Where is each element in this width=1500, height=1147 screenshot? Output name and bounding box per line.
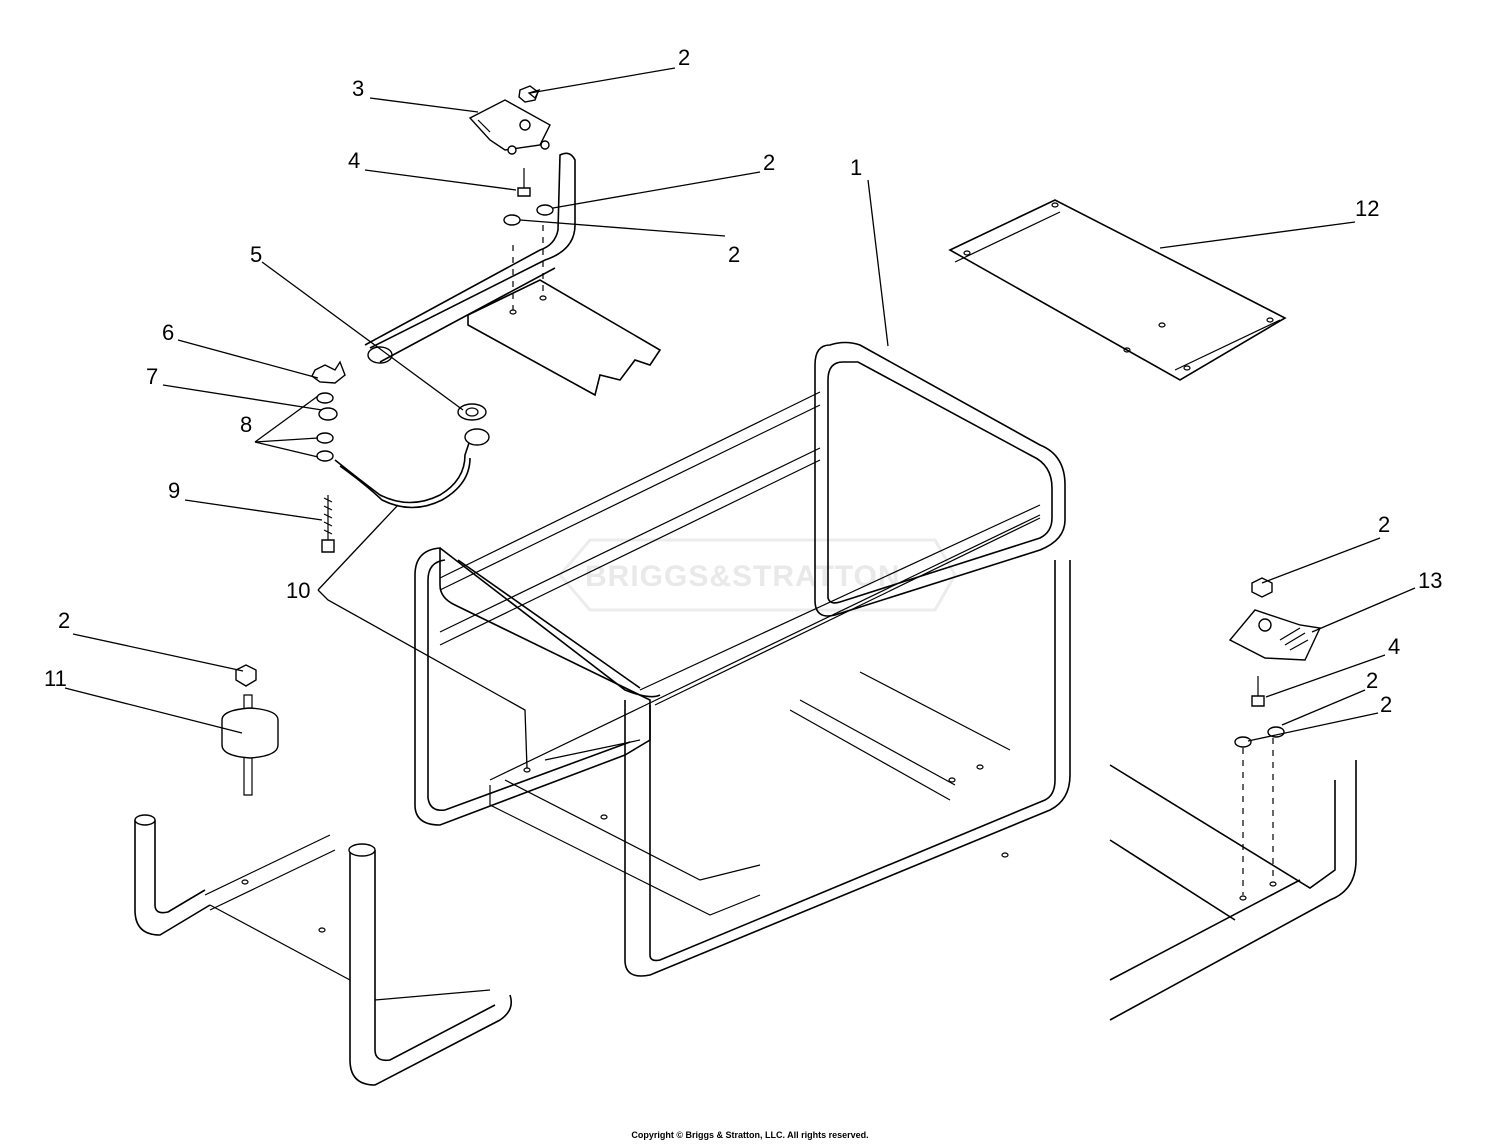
callout-9: 9	[168, 478, 180, 503]
callout-8: 8	[240, 412, 252, 437]
callout-3: 3	[352, 76, 364, 101]
callout-12: 12	[1355, 196, 1379, 221]
callout-1: 1	[850, 155, 862, 180]
watermark-text: BRIGGS&STRATTON	[585, 560, 901, 593]
callout-2-right-low: 2	[1380, 692, 1392, 717]
callout-2-mid: 2	[728, 242, 740, 267]
callout-13: 13	[1418, 568, 1442, 593]
callout-7: 7	[146, 364, 158, 389]
right-mount	[1109, 577, 1357, 1021]
lower-left-skid	[134, 814, 513, 1086]
callout-2-right-mid: 2	[1366, 668, 1378, 693]
callout-2-upper: 2	[763, 150, 775, 175]
upper-left-mount	[364, 85, 662, 397]
main-frame	[414, 341, 1071, 977]
ground-wire-assembly	[311, 360, 490, 553]
callout-2-top: 2	[678, 45, 690, 70]
callout-5: 5	[250, 242, 262, 267]
copyright-notice: Copyright © Briggs & Stratton, LLC. All …	[631, 1130, 869, 1140]
cover-plate	[948, 199, 1287, 381]
watermark: BRIGGS&STRATTON	[558, 538, 957, 612]
callout-10: 10	[286, 578, 310, 603]
isolator-mount	[221, 664, 279, 796]
callout-4-left: 4	[348, 148, 360, 173]
callout-6: 6	[162, 320, 174, 345]
callout-2-isolator: 2	[58, 608, 70, 633]
leader-lines	[64, 67, 1416, 769]
callout-11: 11	[44, 666, 67, 691]
callout-4-right: 4	[1388, 634, 1400, 659]
callout-2-right-top: 2	[1378, 512, 1390, 537]
callouts: 2 3 4 2 1 2 5 6 7 8 9 10 2 11 12 2 13 4 …	[44, 45, 1442, 717]
